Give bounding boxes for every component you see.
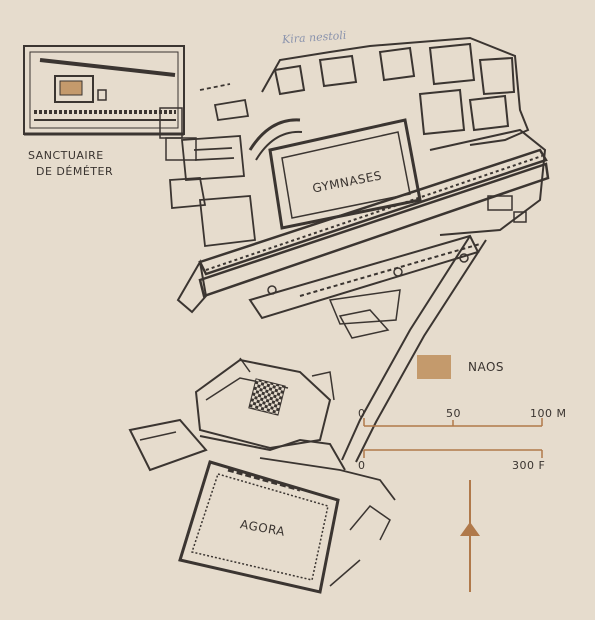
road: [341, 235, 487, 463]
scale-bar-feet: [363, 449, 543, 458]
scale-bar-metres: [363, 418, 543, 427]
sanctuary-label-line1: SANCTUAIRE: [28, 149, 104, 162]
sanctuary-of-demeter: [23, 45, 197, 161]
gymnasium-complex: [176, 36, 550, 339]
naos-demeter: [59, 80, 83, 96]
checker-building: [248, 378, 286, 416]
scale-f-tick-0: 0: [358, 459, 366, 472]
agora-complex: [128, 357, 396, 594]
scale-m-tick-50: 50: [446, 407, 461, 420]
scale-f-tick-300: 300 F: [512, 459, 546, 472]
west-buildings: [169, 83, 256, 248]
north-arrow-icon: [460, 480, 480, 592]
scale-m-tick-100: 100 M: [530, 407, 567, 420]
naos-legend-label: NAOS: [468, 360, 505, 374]
sanctuary-label-line2: DE DÉMÉTER: [36, 165, 114, 178]
naos-legend-swatch: [417, 355, 451, 379]
scale-m-tick-0: 0: [358, 407, 366, 420]
